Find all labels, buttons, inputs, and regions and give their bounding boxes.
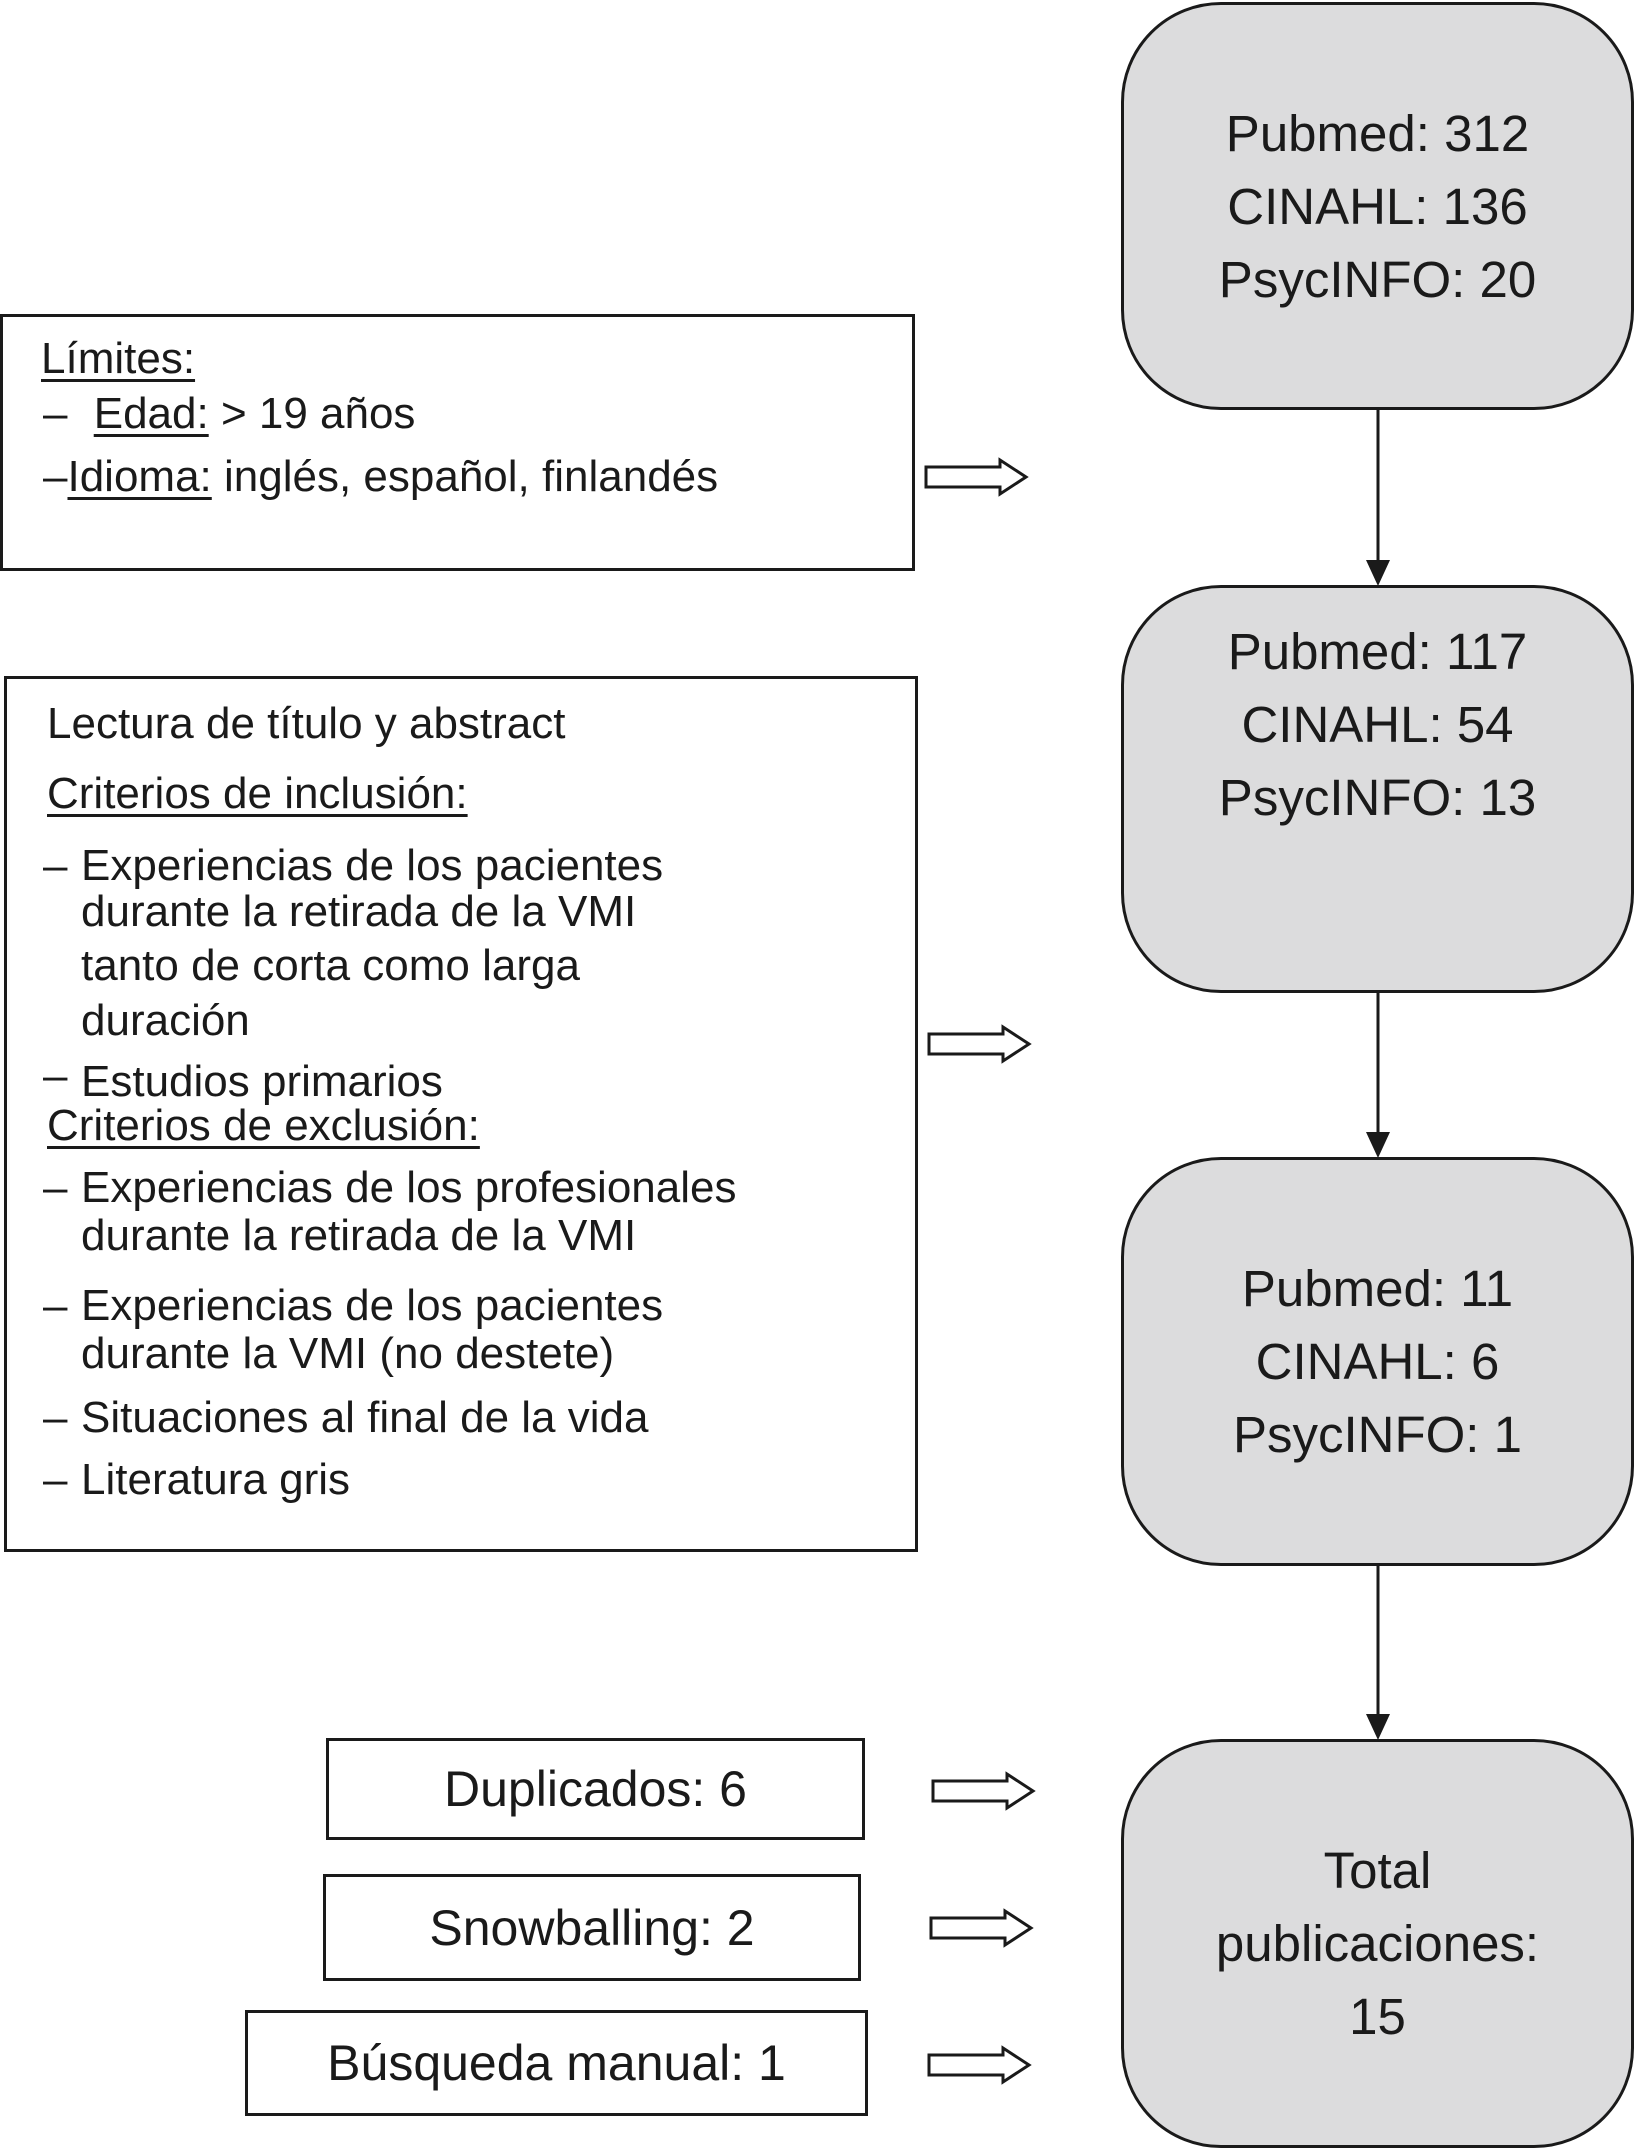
db-box-line: Pubmed: 11 (1241, 1260, 1514, 1317)
busqueda-manual-label: Búsqueda manual: 1 (327, 2035, 786, 2091)
exclusion-title: Criterios de exclusión: (47, 1101, 480, 1150)
bullet-dash: – (43, 1393, 68, 1442)
block-arrow-snowballing (929, 1908, 1034, 1948)
language-value: inglés, español, finlandés (224, 452, 719, 501)
bullet-dash: – (43, 1455, 68, 1504)
db-box-line: CINAHL: 6 (1255, 1333, 1500, 1390)
duplicados-box: Duplicados: 6 (326, 1738, 865, 1840)
arrowhead-down-2 (1366, 1132, 1390, 1158)
bullet-dash: – (43, 841, 68, 890)
age-value: > 19 años (220, 389, 416, 438)
exclusion-item-line: Experiencias de los pacientes (81, 1281, 664, 1330)
db-box-line: PsycINFO: 20 (1218, 250, 1537, 308)
block-arrow-duplicados (931, 1771, 1036, 1811)
total-line: Total (1323, 1842, 1432, 1899)
exclusion-item-line: durante la retirada de la VMI (81, 1211, 637, 1260)
exclusion-item-line: Experiencias de los profesionales (81, 1163, 737, 1212)
age-label: Edad: (93, 389, 209, 438)
db-box-line: PsycINFO: 1 (1232, 1406, 1523, 1463)
total-box: Total publicaciones: 15 (1121, 1739, 1634, 2148)
arrowhead-down-1 (1366, 560, 1390, 586)
limits-box: Límites: – Edad: > 19 años –Idioma: ingl… (0, 314, 915, 571)
db-box-line: CINAHL: 136 (1227, 177, 1528, 235)
exclusion-item-line: Literatura gris (81, 1455, 351, 1504)
inclusion-title: Criterios de inclusión: (47, 769, 468, 818)
busqueda-manual-box: Búsqueda manual: 1 (245, 2010, 868, 2116)
language-label: Idioma: (67, 452, 212, 501)
limits-age: – Edad: > 19 años (43, 389, 415, 439)
bullet-dash: – (43, 1051, 68, 1100)
db-box-line: PsycINFO: 13 (1218, 769, 1537, 826)
db-box-screened: Pubmed: 117 CINAHL: 54 PsycINFO: 13 (1121, 585, 1634, 993)
inclusion-item-line: Estudios primarios (81, 1057, 443, 1106)
inclusion-item-line: durante la retirada de la VMI (81, 887, 637, 936)
block-arrow-limits (924, 457, 1029, 497)
total-line: 15 (1349, 1988, 1406, 2045)
total-line: publicaciones: (1215, 1915, 1540, 1972)
db-box-line: CINAHL: 54 (1241, 696, 1514, 753)
block-arrow-criteria (927, 1024, 1032, 1064)
inclusion-item-line: Experiencias de los pacientes (81, 841, 664, 890)
arrowhead-down-3 (1366, 1714, 1390, 1740)
duplicados-label: Duplicados: 6 (444, 1761, 747, 1817)
inclusion-item-line: tanto de corta como larga (81, 941, 580, 990)
limits-title: Límites: (41, 334, 196, 383)
criteria-heading: Lectura de título y abstract (47, 699, 566, 748)
db-box-initial: Pubmed: 312 CINAHL: 136 PsycINFO: 20 (1121, 2, 1634, 410)
db-box-line: Pubmed: 117 (1227, 623, 1528, 680)
limits-language: –Idioma: inglés, español, finlandés (43, 452, 718, 502)
criteria-box: Lectura de título y abstract Criterios d… (4, 676, 918, 1552)
block-arrow-busqueda (927, 2045, 1032, 2085)
bullet-dash: – (43, 389, 68, 438)
inclusion-item-line: duración (81, 996, 250, 1045)
bullet-dash: – (43, 1281, 68, 1330)
exclusion-item-line: durante la VMI (no destete) (81, 1329, 615, 1378)
bullet-dash: – (43, 452, 68, 501)
bullet-dash: – (43, 1163, 68, 1212)
snowballing-box: Snowballing: 2 (323, 1874, 861, 1981)
exclusion-item-line: Situaciones al final de la vida (81, 1393, 649, 1442)
db-box-included: Pubmed: 11 CINAHL: 6 PsycINFO: 1 (1121, 1157, 1634, 1566)
db-box-line: Pubmed: 312 (1225, 104, 1530, 162)
snowballing-label: Snowballing: 2 (429, 1899, 755, 1956)
